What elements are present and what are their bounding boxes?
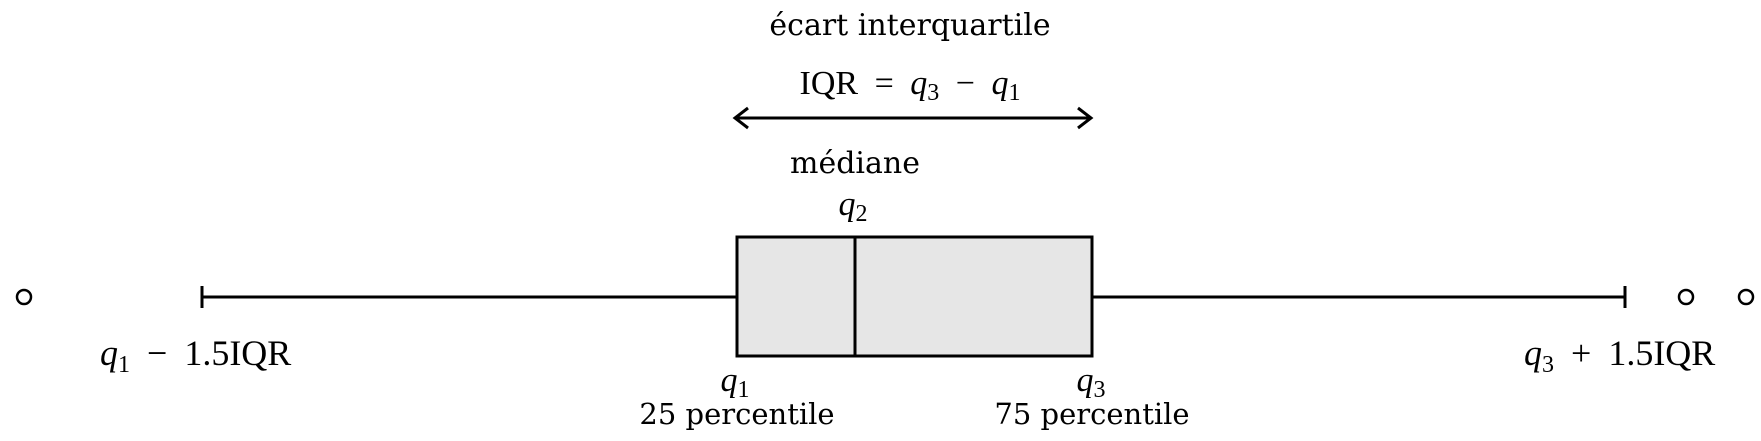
iqr-formula: IQR = q3 − q1 [800, 65, 1021, 108]
iqr-box [735, 235, 1094, 358]
outlier-point [1677, 288, 1695, 306]
lower-whisker-label: q1 − 1.5IQR [100, 333, 291, 380]
q3-symbol: q3 [1077, 362, 1106, 403]
iqr-formula-q1: q [991, 65, 1008, 102]
q3-percentile: 75 percentile [994, 397, 1189, 431]
iqr-formula-lhs: IQR [800, 65, 859, 102]
iqr-formula-q3-sub: 3 [927, 80, 939, 106]
iqr-double-arrow [732, 106, 1094, 130]
iqr-formula-q1-sub: 1 [1008, 80, 1020, 106]
outlier-point [15, 288, 33, 306]
iqr-formula-equals: = [875, 65, 894, 102]
upper-whisker-label: q3 + 1.5IQR [1524, 333, 1715, 380]
q1-symbol: q1 [721, 362, 750, 403]
iqr-formula-q3: q [910, 65, 927, 102]
iqr-title: écart interquartile [769, 8, 1050, 43]
median-symbol: q2 [839, 186, 868, 227]
median-label: médiane [790, 146, 920, 181]
outlier-point [1737, 288, 1755, 306]
q1-percentile: 25 percentile [639, 397, 834, 431]
iqr-formula-minus: − [956, 65, 975, 102]
